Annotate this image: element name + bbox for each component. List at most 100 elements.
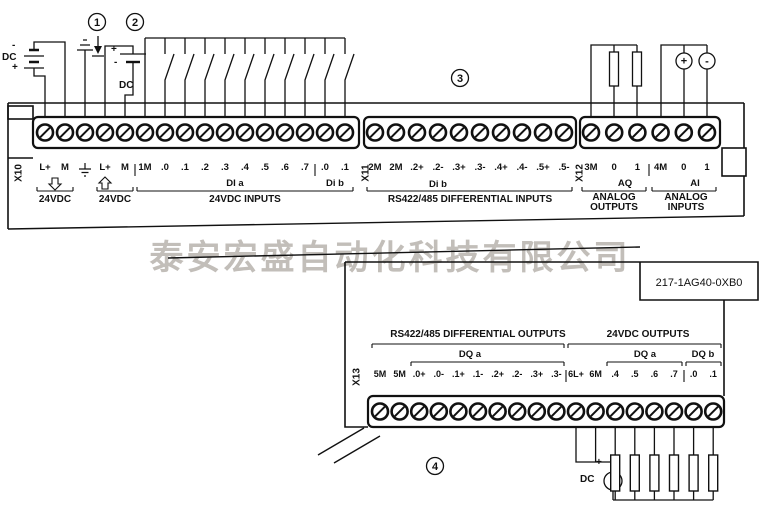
x11-terminals	[365, 123, 574, 142]
terminal-label: .0+	[412, 369, 426, 379]
callout-3: 3	[450, 68, 470, 88]
callout-3-number: 3	[457, 73, 463, 85]
watermark-text: 泰安宏盛自动化科技有限公司	[149, 239, 631, 277]
screw-slot	[558, 126, 570, 139]
external-wiring-bottom: ~	[575, 427, 719, 501]
terminal-label: .0	[321, 162, 329, 173]
terminal-label: .3-	[474, 162, 486, 173]
screw-slot	[472, 405, 484, 418]
sub-label-di-a: DI a	[226, 178, 244, 189]
caption-diff-outputs: RS422/485 DIFFERENTIAL OUTPUTS	[390, 329, 566, 340]
output-load-wires	[613, 427, 714, 501]
screw-slot	[668, 405, 680, 418]
terminal-label: .6	[650, 369, 659, 379]
output-supply-plus-label: +	[596, 457, 602, 468]
terminal-label: 1	[704, 162, 710, 173]
terminal-label: M	[121, 162, 129, 173]
sensor-dc-label: DC	[119, 80, 134, 91]
terminal-label: .3	[221, 162, 229, 173]
callout-1-number: 1	[94, 17, 100, 29]
callout-2: 2	[125, 12, 145, 32]
caption-analog-outputs-1: ANALOG	[592, 192, 636, 203]
screw-slot	[199, 126, 211, 139]
terminal-label: .0-	[433, 369, 445, 379]
screw-slot	[550, 405, 562, 418]
terminal-label: 0	[611, 162, 617, 173]
earth-label-icon	[79, 163, 91, 177]
screw-slot	[119, 126, 131, 139]
functional-earth-icon	[92, 36, 104, 57]
screw-slot	[608, 126, 620, 139]
label-separators	[134, 164, 685, 382]
sub-label-dq-a2: DQ a	[633, 349, 657, 360]
callouts: 1 2 3 4	[87, 12, 470, 476]
sensor-supply-symbol	[104, 45, 146, 117]
terminal-label: .3-	[551, 369, 562, 379]
terminal-label: .1	[709, 369, 717, 379]
screw-slot	[179, 126, 191, 139]
screw-slot	[432, 126, 444, 139]
terminal-label: L+	[99, 162, 111, 173]
screw-slot	[413, 405, 425, 418]
screw-slot	[279, 126, 291, 139]
screw-slot	[453, 126, 465, 139]
screw-slot	[259, 126, 271, 139]
source-symbol	[675, 52, 693, 70]
load-resistor	[610, 454, 621, 492]
terminal-label: .4+	[494, 162, 508, 173]
terminal-label: 2M	[368, 162, 382, 173]
source-polarity: +	[681, 56, 687, 68]
screw-slot	[394, 405, 406, 418]
analog-input-sources: + -	[660, 44, 716, 117]
load-resistor	[629, 454, 640, 492]
load-resistor	[608, 51, 620, 87]
terminal-label: .6	[281, 162, 289, 173]
screw-slot	[139, 126, 151, 139]
terminal-label: 2M	[389, 162, 403, 173]
screw-slot	[631, 126, 643, 139]
screw-slot	[609, 405, 621, 418]
screw-slot	[319, 126, 331, 139]
sub-label-di-b2: Di b	[429, 179, 447, 190]
caption-24vdc-sensor: 24VDC	[98, 194, 132, 205]
connector-label-x13: X13	[351, 368, 363, 386]
caption-analog-inputs-1: ANALOG	[664, 192, 708, 203]
screw-slot	[590, 405, 602, 418]
load-resistor	[631, 51, 643, 87]
callout-1: 1	[87, 12, 107, 32]
screw-slot	[374, 405, 386, 418]
screw-slot	[511, 405, 523, 418]
terminal-label: .1+	[452, 369, 465, 379]
terminal-label: .5-	[558, 162, 570, 173]
output-supply-dc-label: DC	[580, 474, 595, 485]
terminal-label: 6L+	[568, 369, 584, 379]
screw-slot	[433, 405, 445, 418]
analog-output-loads	[590, 44, 643, 117]
terminal-label: .7	[670, 369, 678, 379]
caption-analog-outputs-2: OUTPUTS	[590, 202, 638, 213]
sub-label-dq-b: DQ b	[691, 349, 715, 360]
x10-terminals	[35, 123, 355, 142]
terminal-label: 6M	[589, 369, 602, 379]
terminal-label: .3+	[452, 162, 466, 173]
screw-slot	[531, 405, 543, 418]
screw-slot	[492, 405, 504, 418]
screw-slot	[516, 126, 528, 139]
terminal-label: .0	[689, 369, 698, 379]
terminal-label: 4M	[653, 162, 668, 173]
terminal-label: .2+	[491, 369, 504, 379]
terminal-label: .1	[181, 162, 189, 173]
screw-slot	[59, 126, 71, 139]
terminal-label: 3M	[584, 162, 598, 173]
terminal-label: .4	[241, 162, 249, 173]
screw-slot	[99, 126, 111, 139]
load-resistor	[668, 454, 680, 492]
caption-24vdc-inputs: 24VDC INPUTS	[209, 194, 281, 205]
supply-minus-label: -	[12, 40, 16, 51]
sensor-plus-label: +	[111, 44, 117, 55]
earth-icon	[77, 39, 93, 117]
callout-2-number: 2	[132, 17, 138, 29]
sub-label-ai: AI	[690, 178, 700, 189]
sub-label-di-b: Di b	[326, 178, 344, 189]
